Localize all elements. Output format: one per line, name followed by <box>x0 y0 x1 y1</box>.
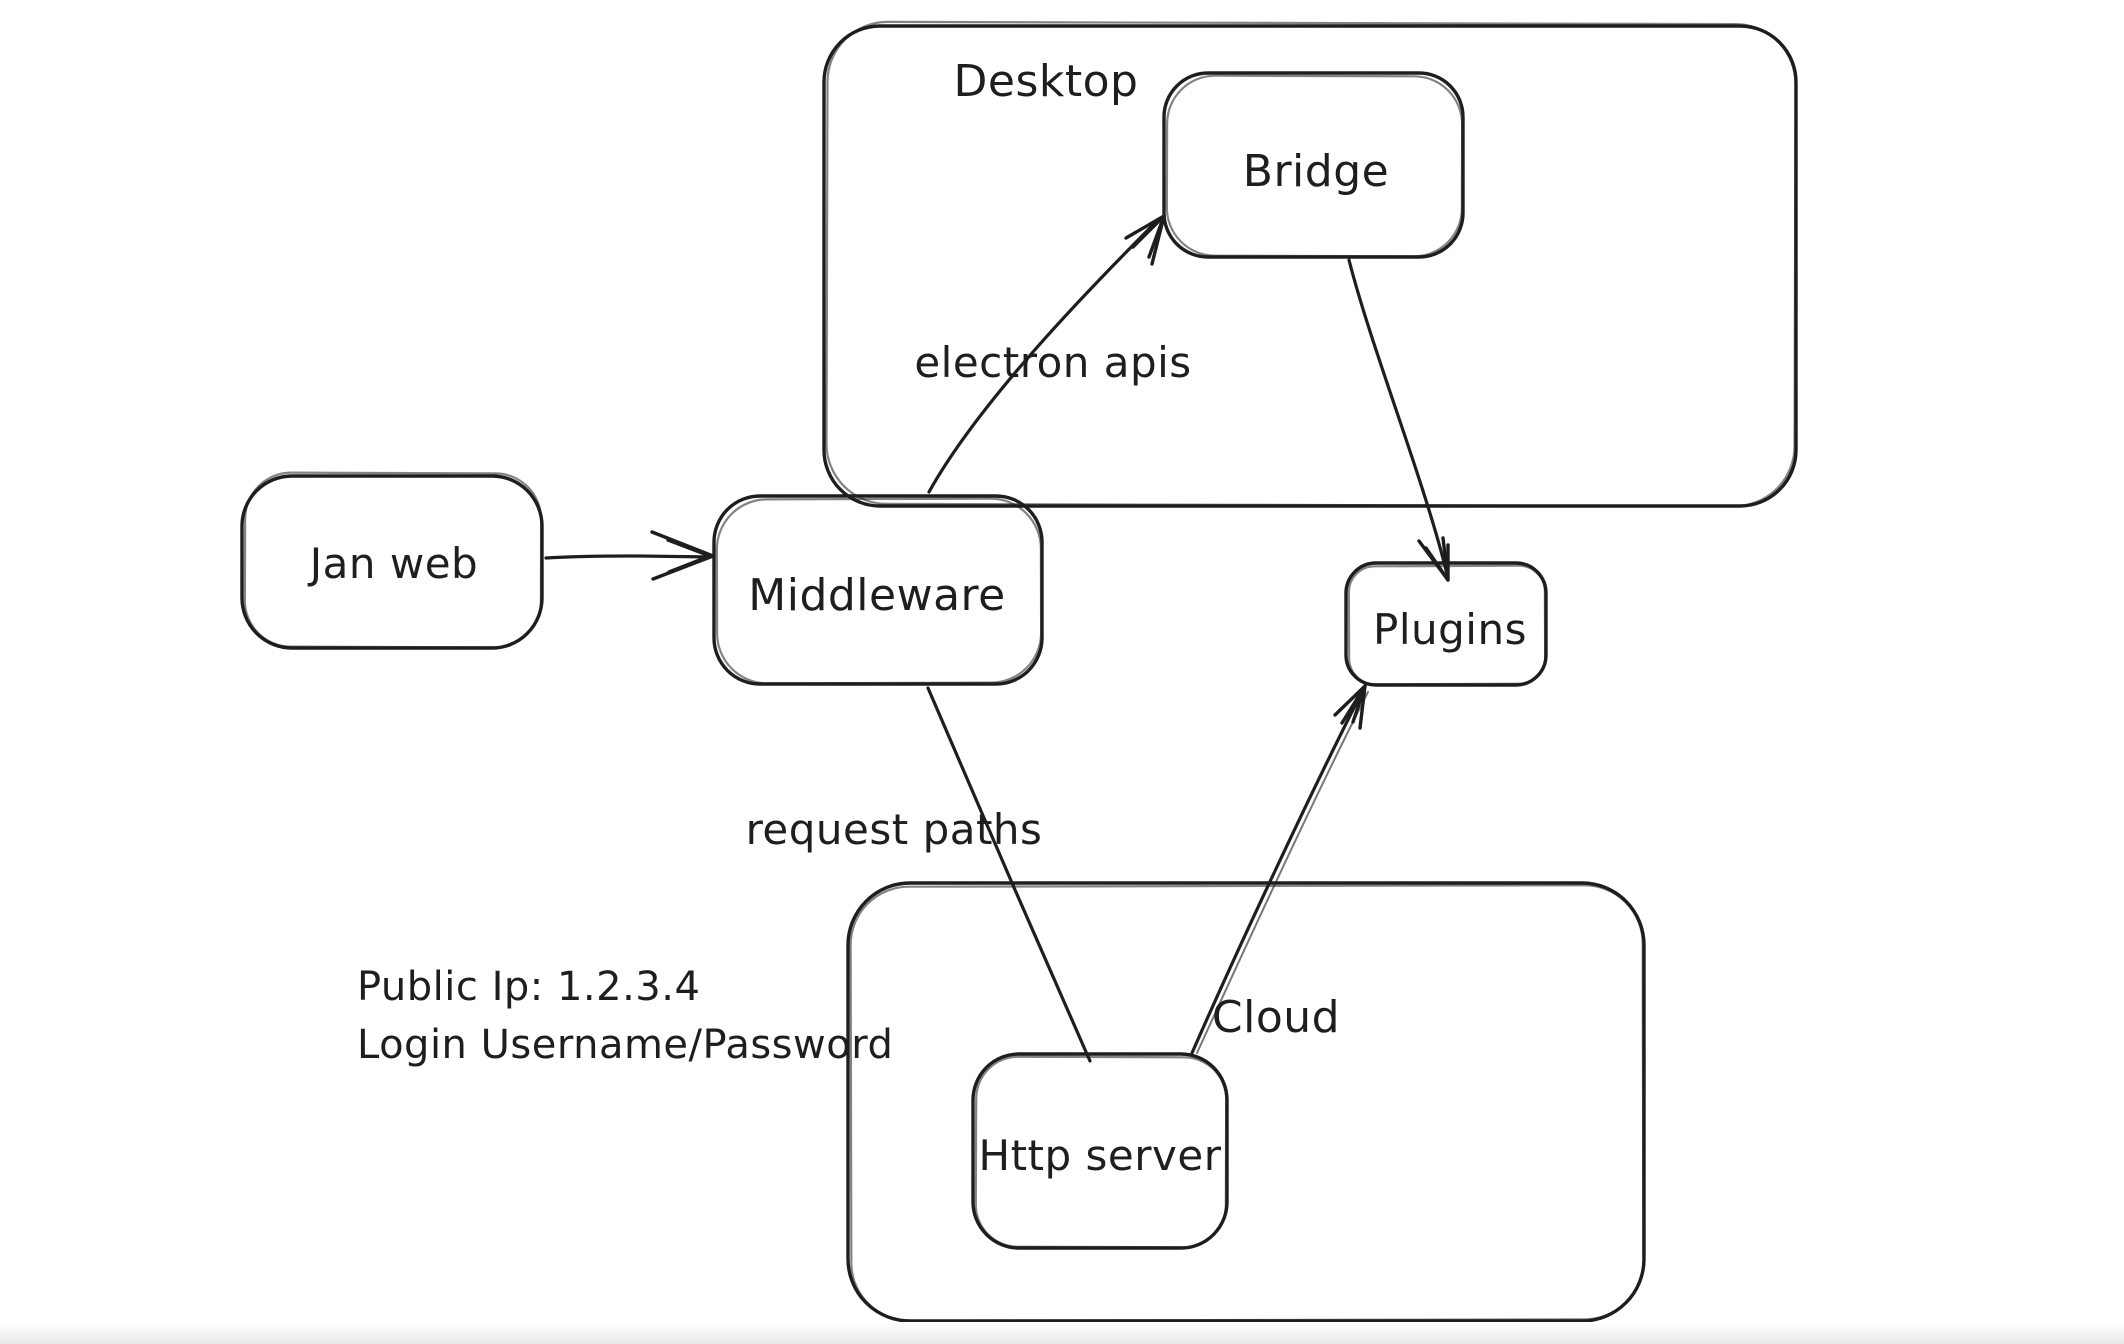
container-desktop-label[interactable]: Desktop <box>954 56 1139 107</box>
arrowhead-echo <box>1424 543 1450 582</box>
arrowhead-echo <box>1340 684 1367 725</box>
node-middleware-label[interactable]: Middleware <box>748 570 1005 621</box>
node-http-server-label[interactable]: Http server <box>979 1131 1222 1180</box>
node-bridge-label[interactable]: Bridge <box>1243 146 1389 197</box>
edge-bridge-plugins[interactable] <box>1347 258 1450 582</box>
edge-middleware-httpserver[interactable] <box>926 686 1092 1063</box>
edge-httpserver-plugins[interactable] <box>1190 684 1369 1055</box>
edge-janweb-middleware[interactable] <box>544 530 715 581</box>
container-desktop[interactable]: Desktop <box>822 20 1798 508</box>
canvas-bottom-edge <box>0 1322 2124 1344</box>
container-cloud[interactable]: Cloud <box>846 881 1646 1323</box>
node-middleware[interactable]: Middleware <box>712 494 1044 686</box>
node-plugins-label[interactable]: Plugins <box>1373 605 1527 654</box>
node-http-server[interactable]: Http server <box>971 1052 1229 1250</box>
arrowhead-echo <box>666 538 712 574</box>
node-bridge[interactable]: Bridge <box>1162 71 1465 259</box>
node-jan-web[interactable]: Jan web <box>240 471 544 650</box>
note-line-public-ip[interactable]: Public Ip: 1.2.3.4 <box>357 964 700 1010</box>
node-jan-web-label[interactable]: Jan web <box>307 539 478 588</box>
note-line-login[interactable]: Login Username/Password <box>357 1022 893 1068</box>
edge-label-electron-apis[interactable]: electron apis <box>914 338 1191 387</box>
container-cloud-label[interactable]: Cloud <box>1212 992 1340 1043</box>
edge-label-request-paths[interactable]: request paths <box>746 805 1043 854</box>
note-server-info[interactable]: Public Ip: 1.2.3.4 Login Username/Passwo… <box>357 964 893 1068</box>
node-plugins[interactable]: Plugins <box>1344 561 1548 687</box>
